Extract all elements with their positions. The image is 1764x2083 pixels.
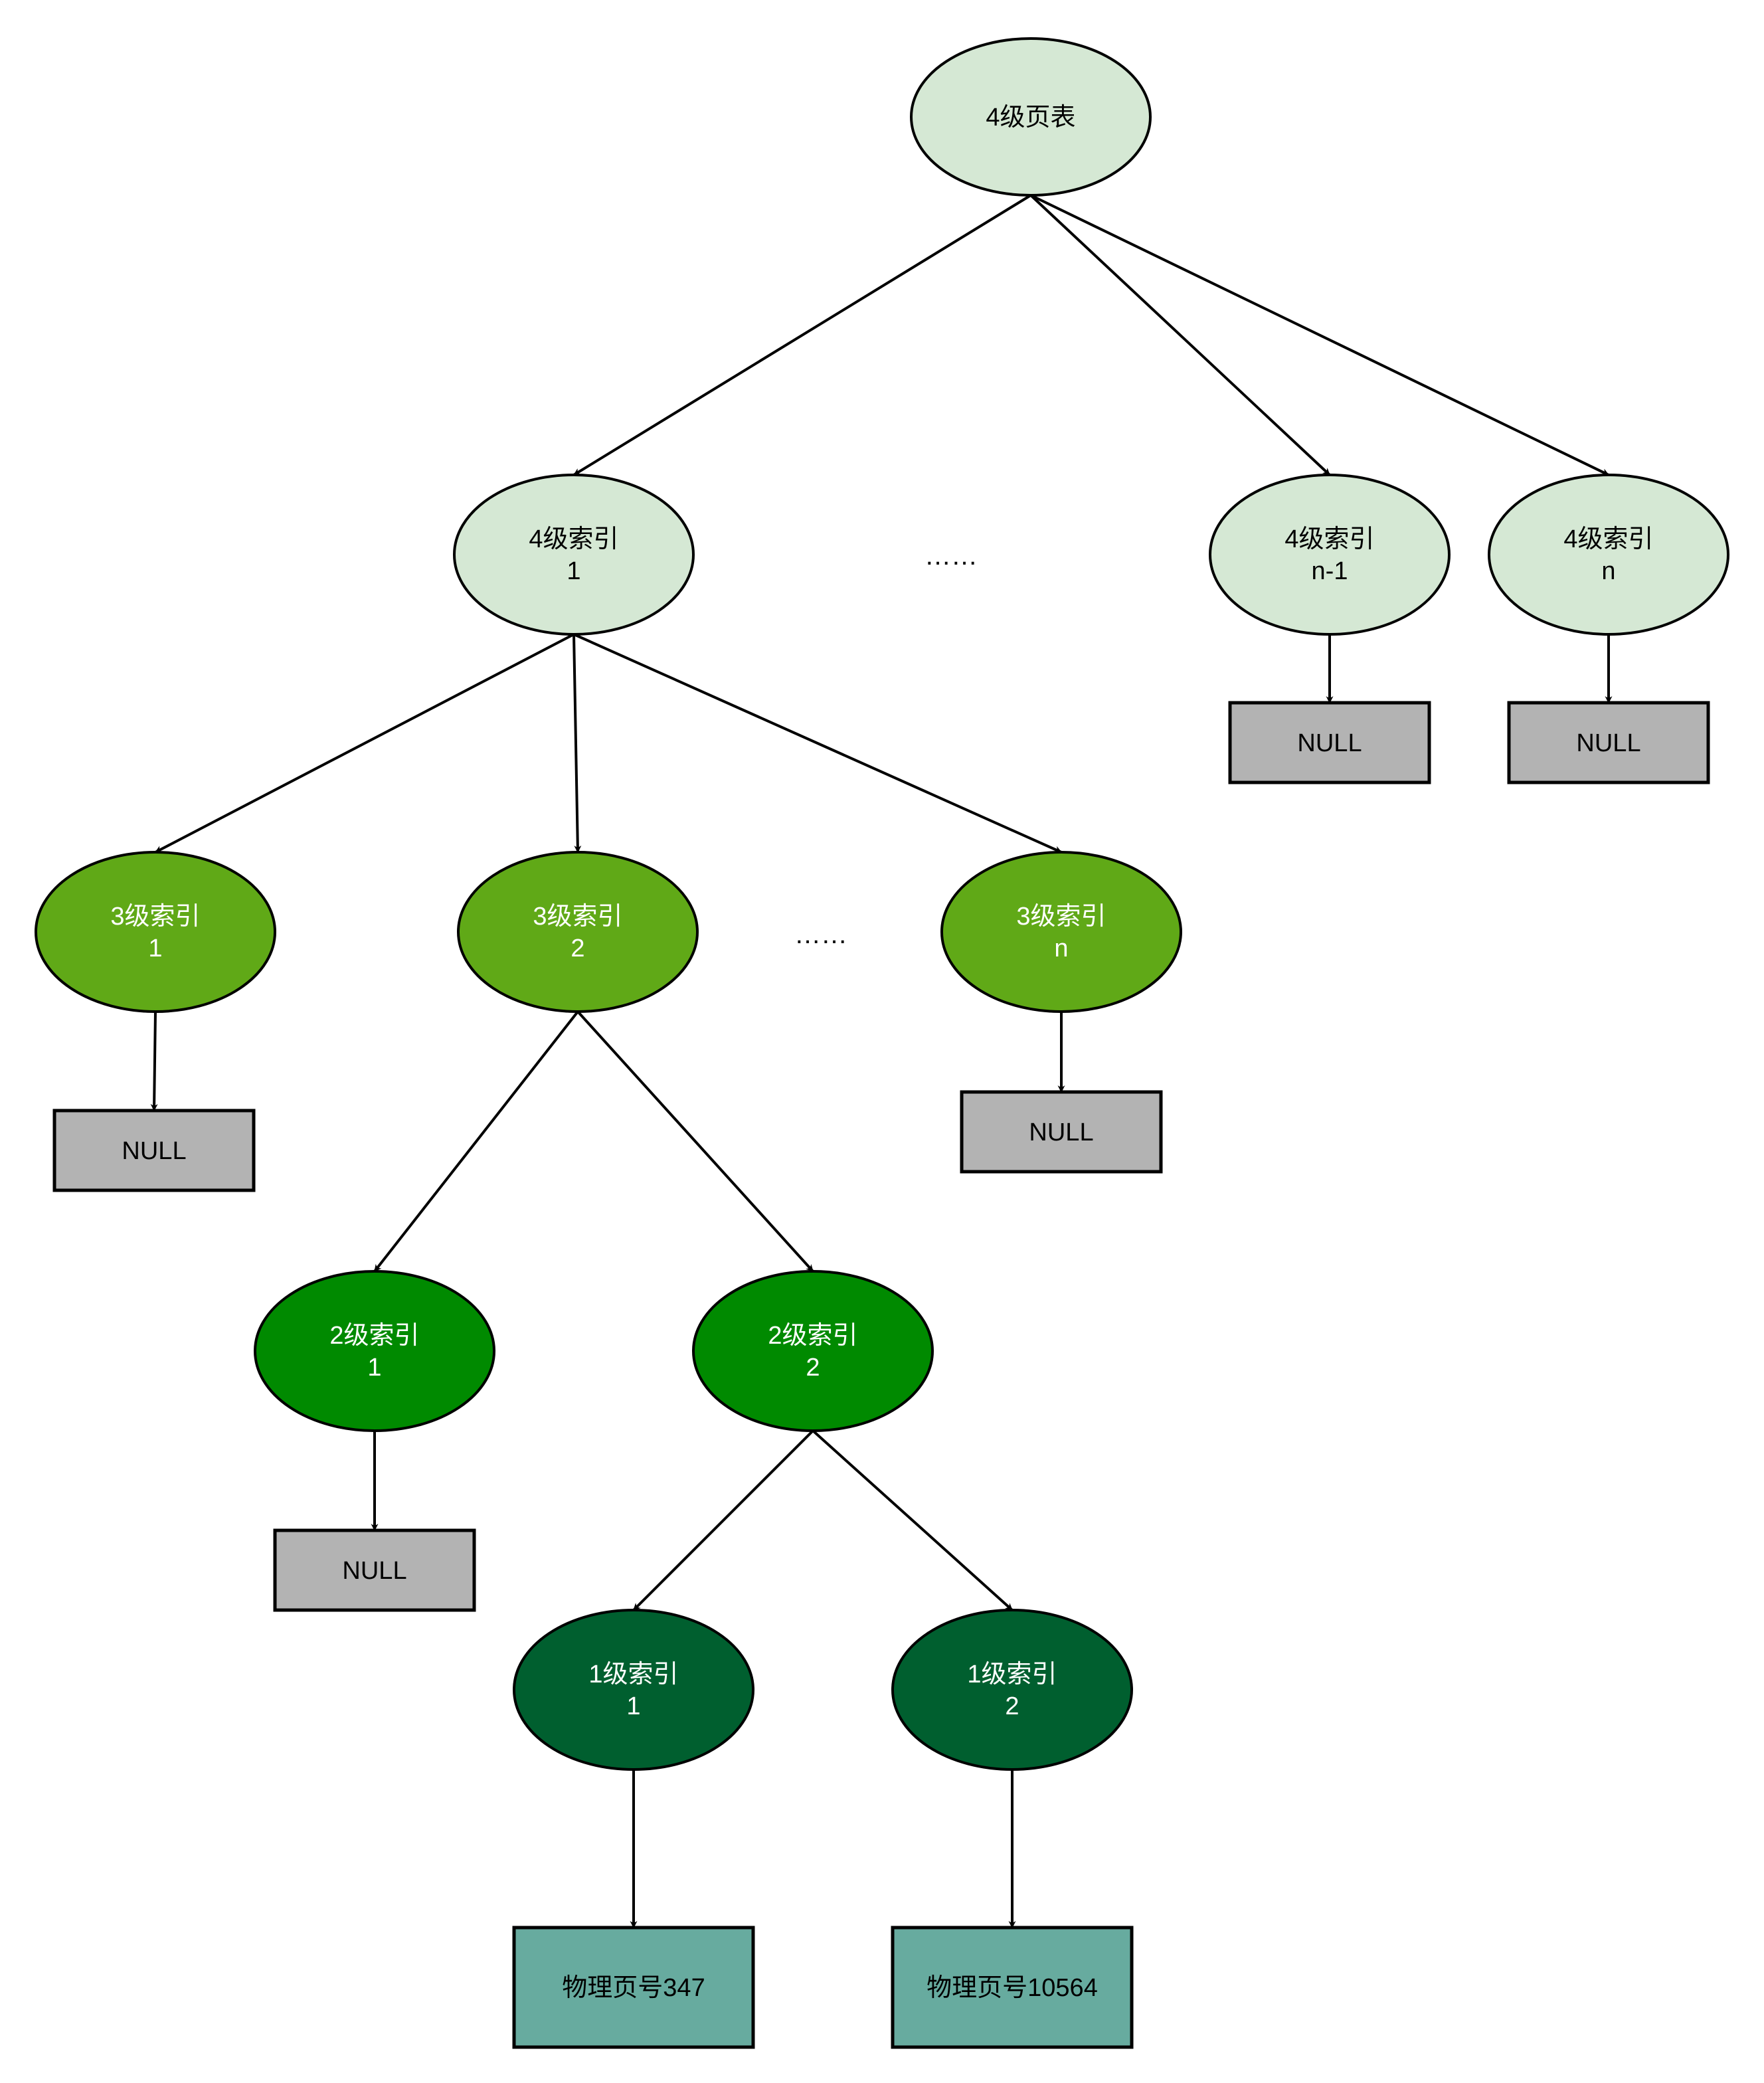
node-label-line: 物理页号347 xyxy=(562,1974,705,2002)
node-shape xyxy=(891,1926,1134,2049)
node-label-line: 物理页号10564 xyxy=(926,1974,1098,2002)
node-label-line: NULL xyxy=(1297,729,1362,757)
node-label-line: 1级索引 xyxy=(967,1661,1057,1688)
level2-index-1-node: 2级索引 1 xyxy=(254,1270,495,1432)
node-shape xyxy=(891,1609,1133,1771)
node-shape xyxy=(940,851,1182,1013)
node-shape xyxy=(1488,474,1729,636)
node-label-line: 4级页表 xyxy=(986,104,1075,132)
node-label-line: 2 xyxy=(1005,1692,1019,1720)
node-shape xyxy=(1507,701,1710,784)
node-label: 2级索引 1 xyxy=(329,1322,419,1382)
edge-arrow-l3_2-to-l2_1 xyxy=(373,1010,579,1273)
node-label: 物理页号10564 xyxy=(926,1974,1098,2002)
node-label-line: 4级索引 xyxy=(1284,525,1374,553)
node-label-line: n xyxy=(1054,935,1068,962)
level2-index-2-node: 2级索引 2 xyxy=(692,1270,934,1432)
node-label-line: 3级索引 xyxy=(110,903,200,931)
node-label-line: NULL xyxy=(122,1137,186,1165)
node-label-line: NULL xyxy=(1029,1119,1093,1146)
node-label-line: 2 xyxy=(806,1354,820,1382)
node-shape xyxy=(910,37,1152,197)
node-label: 4级索引 1 xyxy=(529,525,618,585)
level4-page-table-node: 4级页表 xyxy=(910,37,1152,197)
node-label-line: NULL xyxy=(342,1557,406,1585)
edge-arrow-root-to-l4_n xyxy=(1030,194,1609,476)
level3-index-n-node: 3级索引 n xyxy=(940,851,1182,1013)
node-label-line: 3级索引 xyxy=(1016,903,1106,931)
edge-arrow-l2_2-to-l1_2 xyxy=(812,1429,1014,1611)
level4-index-1-node: 4级索引 1 xyxy=(453,474,695,636)
node-label-line: 2级索引 xyxy=(329,1322,419,1350)
node-shape xyxy=(273,1528,476,1612)
edge-arrow-l3_1-to-null_l3_1 xyxy=(150,1011,158,1112)
level4-index-n-node: 4级索引 n xyxy=(1488,474,1729,636)
node-label-line: 1 xyxy=(567,557,580,585)
physical-page-347-box: 物理页号347 xyxy=(512,1926,755,2049)
level3-ellipsis: …… xyxy=(794,920,847,949)
node-label-line: 1 xyxy=(148,935,162,962)
node-label: 3级索引 n xyxy=(1016,903,1106,962)
edge-arrow-root-to-l4_1 xyxy=(573,194,1032,476)
physical-page-10564-box: 物理页号10564 xyxy=(891,1926,1134,2049)
null-box-level4-n: NULL xyxy=(1507,701,1710,784)
node-label: 2级索引 2 xyxy=(768,1322,857,1382)
edge-arrow-root-to-l4_n1 xyxy=(1029,194,1331,476)
node-label-line: 4级索引 xyxy=(1563,525,1653,553)
node-label: 1级索引 2 xyxy=(967,1661,1057,1720)
edges-layer xyxy=(150,194,1613,1929)
edge-arrow-l4_1-to-l3_2 xyxy=(573,634,582,854)
node-label-line: 1 xyxy=(367,1354,381,1382)
node-label-line: 4级索引 xyxy=(529,525,618,553)
node-shape xyxy=(52,1109,256,1192)
node-label: 4级索引 n xyxy=(1563,525,1653,585)
edge-arrow-l3_2-to-l2_2 xyxy=(576,1010,814,1273)
node-shape xyxy=(692,1270,934,1432)
node-label: NULL xyxy=(342,1557,406,1585)
node-label-line: n xyxy=(1601,557,1615,585)
level4-ellipsis: …… xyxy=(925,541,978,571)
node-label: 4级索引 n-1 xyxy=(1284,525,1374,585)
level1-index-2-node: 1级索引 2 xyxy=(891,1609,1133,1771)
node-label: 4级页表 xyxy=(986,104,1075,132)
node-label: 物理页号347 xyxy=(562,1974,705,2002)
node-label: NULL xyxy=(1576,729,1640,757)
node-label-line: 2 xyxy=(571,935,584,962)
node-shape xyxy=(254,1270,495,1432)
node-shape xyxy=(1209,474,1451,636)
node-label-line: 3级索引 xyxy=(533,903,622,931)
node-label-line: 1 xyxy=(626,1692,640,1720)
node-shape xyxy=(960,1090,1163,1174)
node-label-line: 2级索引 xyxy=(768,1322,857,1350)
level3-index-1-node: 3级索引 1 xyxy=(35,851,276,1013)
null-box-level2-1: NULL xyxy=(273,1528,476,1612)
level3-index-2-node: 3级索引 2 xyxy=(457,851,699,1013)
edge-arrow-l2_2-to-l1_1 xyxy=(632,1429,814,1611)
node-label: NULL xyxy=(1297,729,1362,757)
node-shape xyxy=(1228,701,1431,784)
edge-arrow-l4_1-to-l3_n xyxy=(573,633,1063,854)
node-label: NULL xyxy=(1029,1119,1093,1146)
level4-index-n-minus-1-node: 4级索引 n-1 xyxy=(1209,474,1451,636)
node-shape xyxy=(453,474,695,636)
node-shape xyxy=(513,1609,754,1771)
node-label-line: n-1 xyxy=(1312,557,1348,585)
node-label: 3级索引 1 xyxy=(110,903,200,962)
node-label: 1级索引 1 xyxy=(588,1661,678,1720)
node-label: 3级索引 2 xyxy=(533,903,622,962)
null-box-level3-1: NULL xyxy=(52,1109,256,1192)
level1-index-1-node: 1级索引 1 xyxy=(513,1609,754,1771)
node-label-line: 1级索引 xyxy=(588,1661,678,1688)
node-shape xyxy=(457,851,699,1013)
node-shape xyxy=(35,851,276,1013)
null-box-level3-n: NULL xyxy=(960,1090,1163,1174)
null-box-level4-n-minus-1: NULL xyxy=(1228,701,1431,784)
node-label-line: NULL xyxy=(1576,729,1640,757)
edge-arrow-l4_1-to-l3_1 xyxy=(155,633,574,854)
node-label: NULL xyxy=(122,1137,186,1165)
node-shape xyxy=(512,1926,755,2049)
